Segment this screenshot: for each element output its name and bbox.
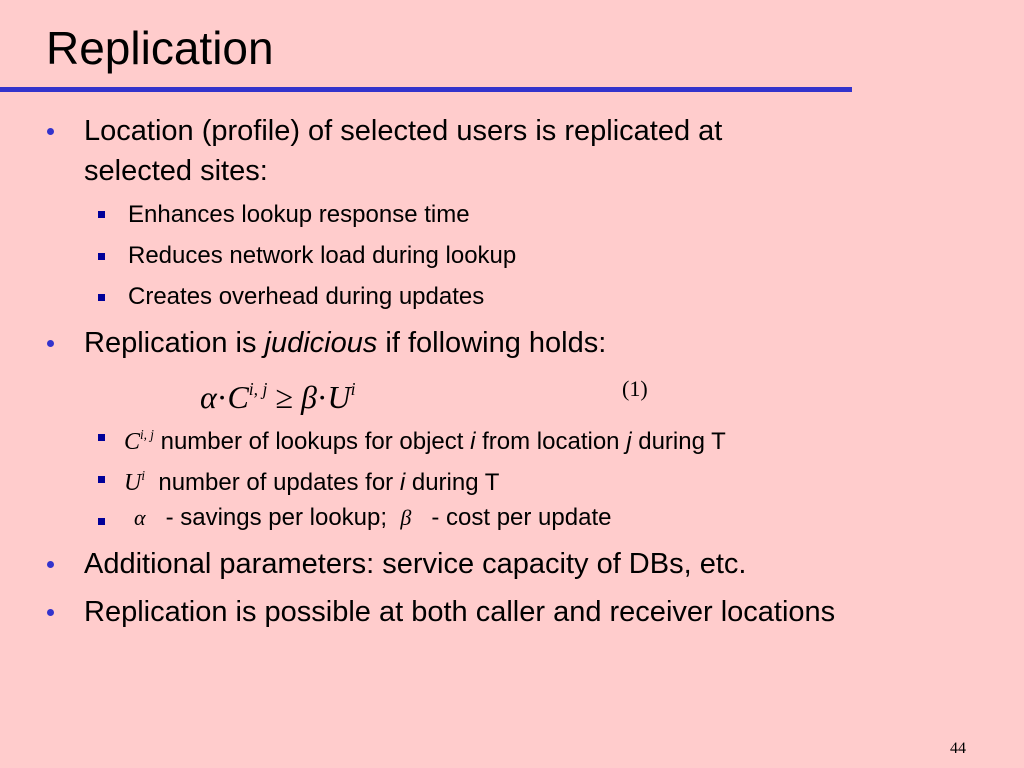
- formula-U-superscript: i: [350, 379, 356, 399]
- lookups-text-b: from location: [475, 427, 627, 455]
- bullet-dot: [47, 561, 54, 568]
- slide-number: 44: [950, 740, 966, 757]
- bullet-1-line-1: Location (profile) of selected users is …: [84, 115, 723, 147]
- sub-bullet-square: [98, 294, 105, 301]
- lookups-text-a: number of lookups for object: [160, 427, 471, 455]
- bullet-2-text-post: if following holds:: [377, 327, 607, 359]
- bullet-2-text-pre: Replication is: [84, 327, 265, 359]
- sub-bullet-updates: Ui number of updates for i during T: [124, 461, 499, 498]
- bullet-3: Additional parameters: service capacity …: [84, 548, 747, 580]
- formula-beta: β: [300, 379, 317, 416]
- formula-U: U: [327, 379, 351, 416]
- beta-text: - cost per update: [431, 504, 612, 531]
- equation-number: (1): [622, 376, 648, 401]
- bullet-dot: [47, 609, 54, 616]
- bullet-dot: [47, 128, 54, 135]
- formula-dot-2: ·: [316, 379, 328, 416]
- formula-C-superscript: i, j: [248, 379, 268, 399]
- symbol-alpha: α: [134, 505, 146, 530]
- formula-dot: ·: [216, 379, 228, 416]
- formula-C: C: [227, 379, 249, 416]
- updates-text-a: number of updates for: [158, 468, 400, 496]
- judicious-formula: α·Ci, j ≥ β·Ui: [200, 367, 356, 419]
- symbol-C-superscript: i, j: [140, 427, 154, 442]
- sub-bullet-alpha-beta: α - savings per lookup; β - cost per upd…: [134, 503, 611, 533]
- bullet-2-emphasis: judicious: [264, 327, 378, 359]
- alpha-text: - savings per lookup;: [165, 504, 388, 531]
- slide-title: Replication: [46, 22, 274, 74]
- sub-bullet-square: [98, 476, 105, 483]
- lookups-i: i: [470, 427, 476, 455]
- symbol-beta: β: [400, 505, 412, 530]
- sub-bullet-square: [98, 211, 105, 218]
- sub-bullet-lookups: Ci, j number of lookups for object i fro…: [124, 420, 726, 457]
- symbol-C: C: [124, 428, 141, 455]
- bullet-2: Replication is judicious if following ho…: [84, 325, 606, 361]
- bullet-dot: [47, 340, 54, 347]
- sub-bullet-square: [98, 434, 105, 441]
- sub-bullet-2: Reduces network load during lookup: [128, 242, 517, 269]
- formula-geq: ≥: [275, 379, 293, 416]
- title-underline: [0, 87, 852, 92]
- updates-i: i: [399, 468, 406, 496]
- sub-bullet-square: [98, 518, 105, 525]
- symbol-U-superscript: i: [141, 468, 146, 483]
- sub-bullet-square: [98, 253, 105, 260]
- sub-bullet-3: Creates overhead during updates: [128, 283, 485, 310]
- symbol-U: U: [124, 469, 142, 496]
- updates-text-b: during T: [405, 468, 500, 496]
- lookups-j: j: [626, 427, 632, 455]
- sub-bullet-1: Enhances lookup response time: [128, 201, 470, 228]
- lookups-text-c: during T: [631, 427, 726, 455]
- bullet-4: Replication is possible at both caller a…: [84, 596, 836, 628]
- formula-alpha: α: [200, 379, 217, 416]
- bullet-1-line-2: selected sites:: [84, 155, 268, 187]
